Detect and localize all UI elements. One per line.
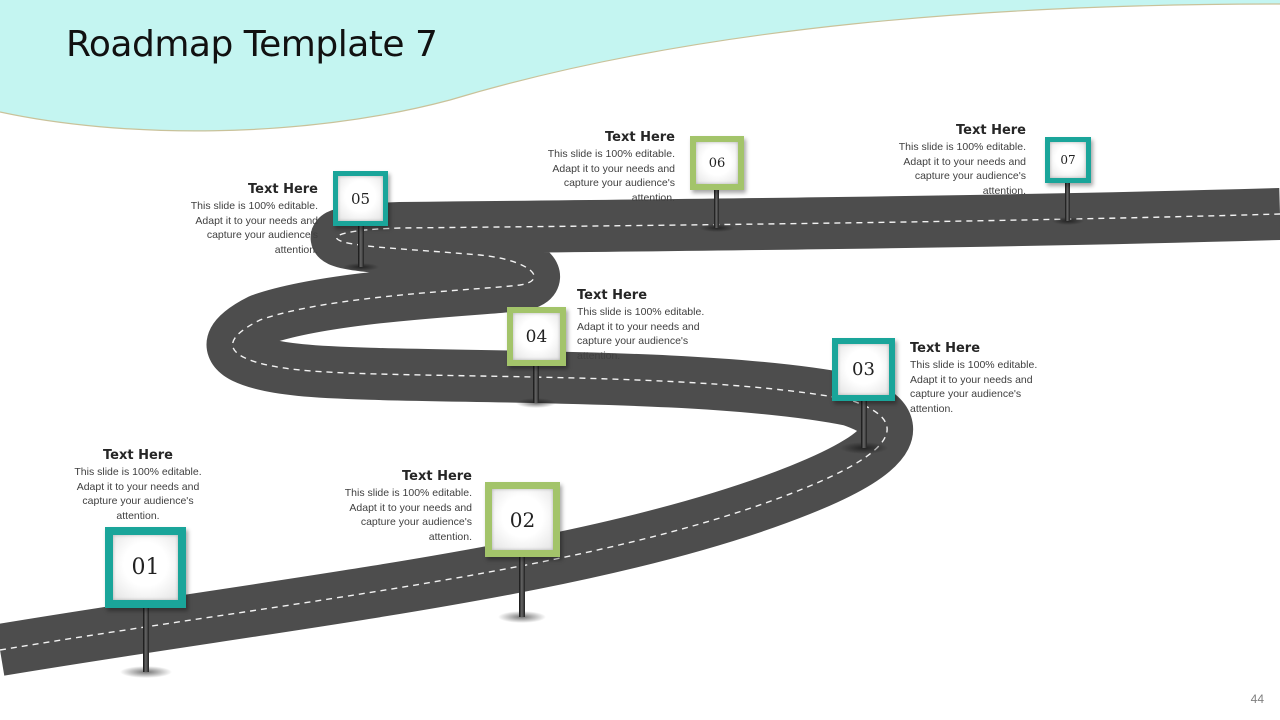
post-shadow <box>840 442 888 454</box>
milestone-note-04: Text Here This slide is 100% editable. A… <box>577 288 717 363</box>
road <box>0 188 1280 676</box>
sign-post-02 <box>519 556 525 617</box>
post-shadow <box>1052 217 1084 225</box>
banner-edge-line <box>0 3 1280 132</box>
sign-post-01 <box>143 606 149 672</box>
milestone-heading: Text Here <box>604 130 675 145</box>
milestone-description: This slide is 100% editable. Adapt it to… <box>344 487 472 543</box>
milestone-number: 05 <box>350 189 371 208</box>
milestone-description: This slide is 100% editable. Adapt it to… <box>190 200 318 256</box>
milestone-description: This slide is 100% editable. Adapt it to… <box>547 148 675 204</box>
page-title: Roadmap Template 7 <box>66 24 438 65</box>
page-number: 44 <box>1250 692 1264 706</box>
milestone-note-05: Text Here This slide is 100% editable. A… <box>178 182 318 257</box>
sign-post-05 <box>358 226 364 267</box>
milestone-number: 02 <box>509 507 536 532</box>
sign-post-06 <box>714 189 719 228</box>
milestone-description: This slide is 100% editable. Adapt it to… <box>74 466 202 522</box>
milestone-sign-03[interactable]: 03 <box>832 338 895 401</box>
post-shadow <box>343 263 379 271</box>
header-banner <box>0 0 1280 131</box>
milestone-heading: Text Here <box>247 182 318 197</box>
milestone-number: 03 <box>852 359 875 380</box>
milestone-number: 01 <box>131 555 160 580</box>
road-center-marking <box>0 213 1280 651</box>
milestone-sign-05[interactable]: 05 <box>333 171 388 226</box>
milestone-description: This slide is 100% editable. Adapt it to… <box>577 306 705 362</box>
milestone-heading: Text Here <box>401 469 472 484</box>
post-shadow <box>498 611 546 623</box>
post-shadow <box>120 666 172 678</box>
milestone-note-01: Text Here This slide is 100% editable. A… <box>68 448 208 523</box>
milestone-heading: Text Here <box>910 341 981 356</box>
milestone-number: 07 <box>1060 153 1076 167</box>
milestone-note-02: Text Here This slide is 100% editable. A… <box>332 469 472 544</box>
milestone-description: This slide is 100% editable. Adapt it to… <box>910 359 1038 415</box>
milestone-number: 06 <box>708 155 726 171</box>
milestone-note-07: Text Here This slide is 100% editable. A… <box>886 123 1026 198</box>
milestone-sign-01[interactable]: 01 <box>105 527 186 608</box>
milestone-sign-02[interactable]: 02 <box>485 482 560 557</box>
milestone-number: 04 <box>525 326 548 347</box>
sign-post-07 <box>1065 181 1070 221</box>
milestone-heading: Text Here <box>577 288 648 303</box>
post-shadow <box>699 224 735 232</box>
post-shadow <box>516 398 556 408</box>
milestone-description: This slide is 100% editable. Adapt it to… <box>898 141 1026 197</box>
milestone-heading: Text Here <box>955 123 1026 138</box>
milestone-note-03: Text Here This slide is 100% editable. A… <box>910 341 1050 416</box>
sign-post-04 <box>533 364 539 403</box>
milestone-note-06: Text Here This slide is 100% editable. A… <box>535 130 675 205</box>
milestone-sign-07[interactable]: 07 <box>1045 137 1091 183</box>
milestone-sign-06[interactable]: 06 <box>690 136 744 190</box>
milestone-heading: Text Here <box>102 448 173 463</box>
milestone-sign-04[interactable]: 04 <box>507 307 566 366</box>
sign-post-03 <box>861 399 867 448</box>
